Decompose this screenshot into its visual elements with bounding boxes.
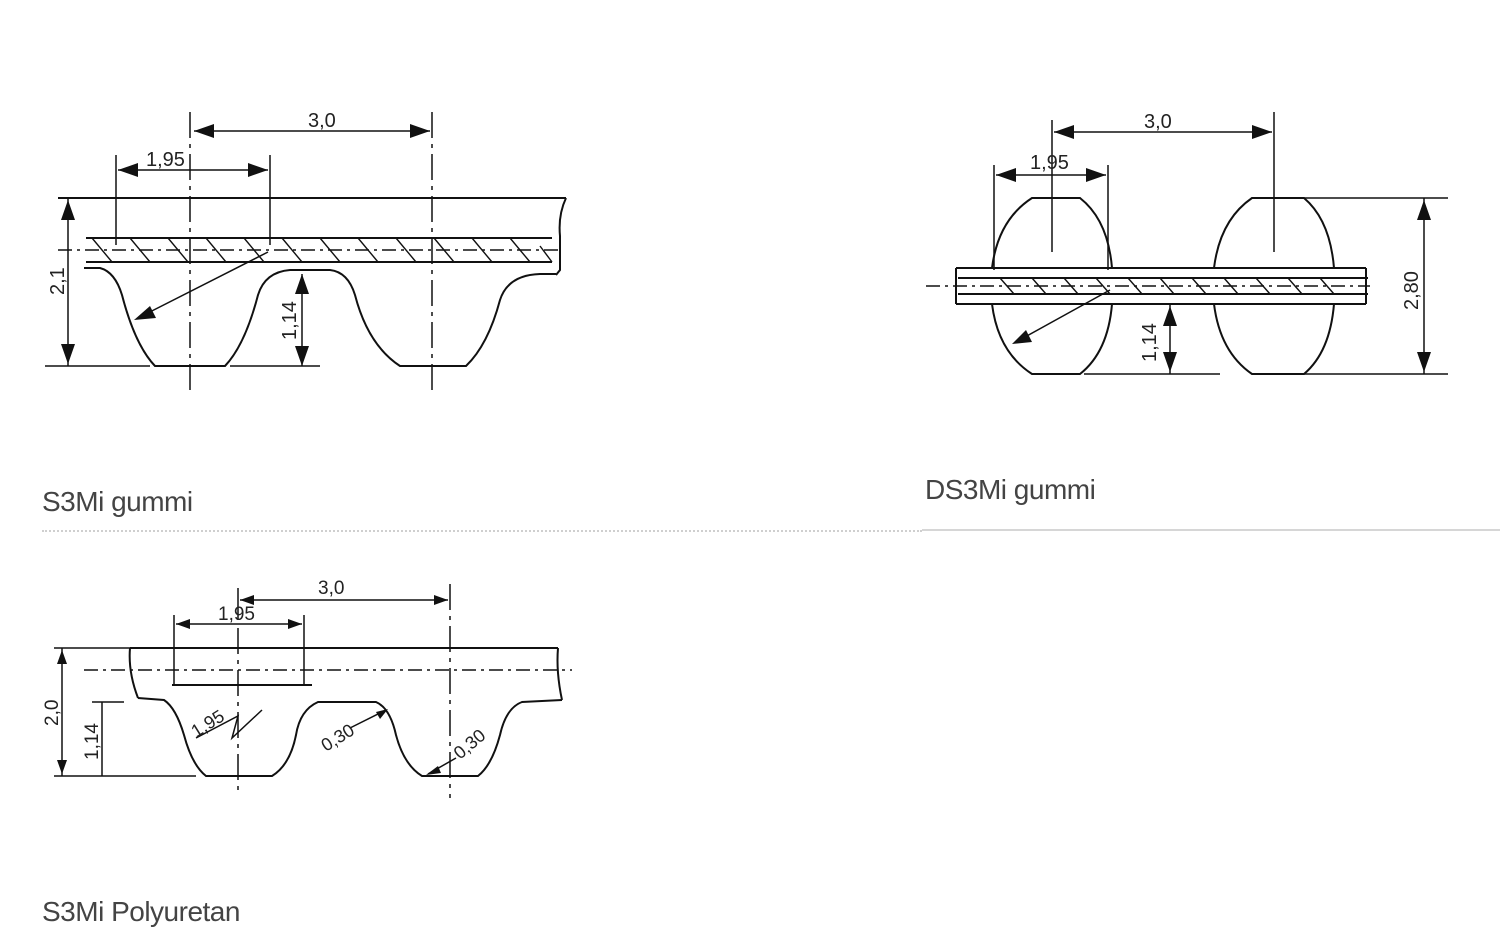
pitch-label: 3,0	[308, 110, 336, 132]
radius-1-label-pu: 0,30	[318, 720, 358, 756]
s3mi-polyuretan-diagram: 3,0 1,95 2,0 1,14 1,95 0,30 0,30	[42, 578, 572, 798]
tooth-height-label-ds: 1,14	[1139, 323, 1161, 362]
tooth-height-label-pu: 1,14	[82, 723, 103, 760]
radius-2-label-pu: 0,30	[450, 725, 490, 763]
caption-s3mi-polyuretan: S3Mi Polyuretan	[42, 896, 240, 927]
tooth-width-label: 1,95	[146, 149, 185, 171]
s3mi-gummi-diagram: 3,0 1,95 2,1 1,14	[45, 110, 567, 390]
separator-left	[42, 530, 922, 532]
caption-ds3mi-gummi: DS3Mi gummi	[925, 474, 1096, 505]
height-label: 2,1	[47, 267, 69, 295]
height-label-ds: 2,80	[1401, 271, 1423, 310]
separator-right	[922, 529, 1500, 531]
pitch-label-pu: 3,0	[318, 578, 344, 599]
tooth-width-label-ds: 1,95	[1030, 152, 1069, 174]
height-label-pu: 2,0	[42, 700, 63, 726]
tip-width-label-pu: 1,95	[188, 706, 228, 742]
caption-s3mi-gummi: S3Mi gummi	[42, 486, 193, 517]
cord-hatching-double	[999, 277, 1335, 295]
cord-hatching	[91, 237, 553, 263]
ds3mi-gummi-diagram: 3,0 1,95 2,80 1,14	[926, 111, 1448, 375]
tooth-width-label-pu: 1,95	[218, 604, 255, 625]
tooth-height-label: 1,14	[279, 301, 301, 340]
pitch-label-ds: 3,0	[1144, 111, 1172, 133]
